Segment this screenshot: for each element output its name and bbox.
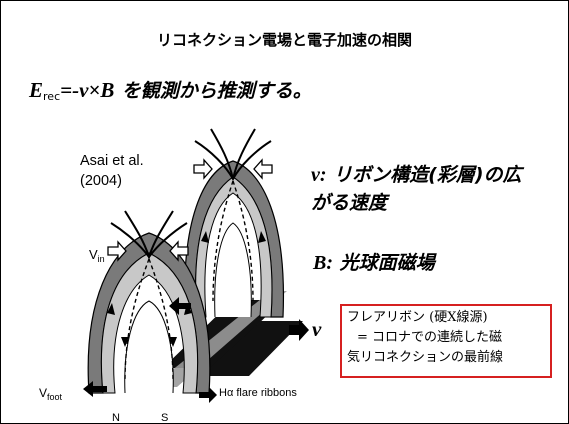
b-description: B: 光球面磁場	[313, 248, 435, 275]
v-label: v	[312, 317, 322, 341]
formula-e-symbol: E	[29, 78, 44, 102]
ribbon-velocity-arrows	[83, 297, 309, 403]
b-desc-text: 光球面磁場	[339, 252, 435, 274]
formula-b: B	[100, 78, 115, 102]
north-label: N	[112, 412, 120, 424]
v-desc-line-2: がる速度	[311, 192, 388, 214]
citation-line-1: Asai et al.	[80, 153, 144, 169]
citation: Asai et al. (2004)	[80, 151, 144, 191]
v-desc-var: v:	[311, 164, 327, 186]
front-loop	[87, 210, 211, 394]
ribbons-label: Hα flare ribbons	[219, 387, 297, 399]
inflow-arrows	[107, 158, 273, 262]
formula-times: ×	[88, 78, 101, 102]
slide-title: リコネクション電場と電子加速の相関	[156, 31, 412, 49]
formula-v: v	[79, 78, 89, 102]
formula-expression: =-	[60, 78, 80, 102]
callout-line-2: = コロナでの連続した磁	[357, 330, 503, 345]
reconnection-formula: Erec=-v×B を観測から推測する。	[29, 76, 312, 103]
formula-text: を観測から推測する。	[121, 80, 312, 102]
v-desc-line-1: リボン構造(彩層)の広	[333, 164, 522, 186]
formula-e-subscript: rec	[43, 90, 61, 103]
citation-line-2: (2004)	[80, 173, 122, 189]
b-desc-var: B:	[313, 252, 333, 274]
south-label: S	[161, 412, 168, 424]
vfoot-label: Vfoot	[39, 386, 63, 402]
ribbon-callout: フレアリボン (硬X線源) = コロナでの連続した磁 気リコネクションの最前線	[340, 304, 552, 378]
vin-label: Vin	[89, 247, 105, 264]
back-loop	[183, 128, 285, 318]
callout-line-1: フレアリボン (硬X線源)	[347, 310, 488, 325]
v-description: v: リボン構造(彩層)の広 がる速度	[311, 161, 556, 217]
callout-line-3: 気リコネクションの最前線	[347, 350, 504, 365]
